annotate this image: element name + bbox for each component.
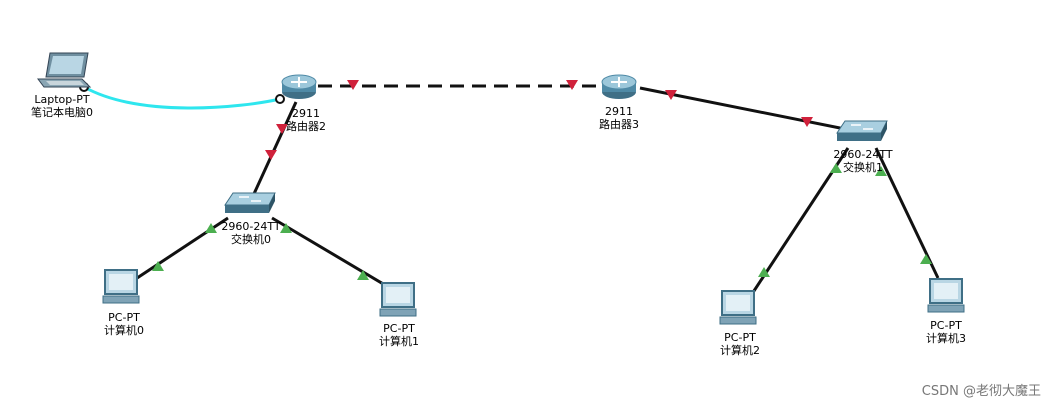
link-up-icon [152, 261, 164, 271]
router-icon[interactable] [281, 74, 317, 99]
link-up-icon [875, 166, 887, 176]
link-up-icon [920, 254, 932, 264]
link-down-icon [276, 124, 288, 134]
device-model: PC-PT [383, 322, 415, 335]
link-switch1-pc3[interactable] [874, 147, 940, 279]
link-switch0-pc1[interactable] [271, 216, 386, 287]
switch-icon[interactable] [224, 192, 276, 213]
device-model: 2960-24TT [221, 220, 281, 233]
device-model: 2911 [292, 107, 320, 120]
device-model: PC-PT [108, 311, 140, 324]
device-label-router2: 2911 路由器2 [286, 107, 326, 133]
switch-icon[interactable] [836, 120, 888, 141]
pc-icon[interactable] [927, 278, 965, 313]
device-label-router3: 2911 路由器3 [599, 105, 639, 131]
router-icon[interactable] [601, 74, 637, 99]
pc-icon[interactable] [379, 282, 417, 317]
device-label-laptop: Laptop-PT 笔记本电脑0 [31, 93, 93, 119]
device-label-pc0: PC-PT 计算机0 [104, 311, 144, 337]
device-label-switch0: 2960-24TT 交换机0 [221, 220, 280, 246]
link-down-icon [801, 117, 813, 127]
device-name: 交换机1 [843, 161, 883, 174]
console-cable[interactable] [83, 85, 281, 110]
device-name: 交换机0 [231, 233, 271, 246]
device-label-switch1: 2960-24TT 交换机1 [833, 148, 892, 174]
link-down-icon [347, 80, 359, 90]
link-router2-switch0[interactable] [251, 101, 298, 197]
pc-icon[interactable] [719, 290, 757, 325]
device-name: 计算机0 [104, 324, 144, 337]
device-label-pc1: PC-PT 计算机1 [379, 322, 419, 348]
device-label-pc3: PC-PT 计算机3 [926, 319, 966, 345]
watermark-text: CSDN @老彻大魔王 [921, 384, 1041, 399]
device-label-pc2: PC-PT 计算机2 [720, 331, 760, 357]
link-up-icon [280, 223, 292, 233]
link-down-icon [665, 90, 677, 100]
device-name: 计算机2 [720, 344, 760, 357]
device-model: PC-PT [930, 319, 962, 332]
device-model: 2911 [605, 105, 633, 118]
link-down-icon [265, 150, 277, 160]
device-model: PC-PT [724, 331, 756, 344]
link-down-icon [566, 80, 578, 90]
device-name: 计算机1 [379, 335, 419, 348]
device-name: 路由器2 [286, 120, 326, 133]
laptop-icon[interactable] [37, 52, 92, 88]
port-endpoint-icon [275, 94, 285, 104]
device-model: 2960-24TT [833, 148, 893, 161]
device-model: Laptop-PT [34, 93, 90, 106]
link-up-indicators [152, 163, 932, 280]
link-up-icon [758, 267, 770, 277]
link-down-indicators [265, 80, 813, 160]
link-up-icon [357, 270, 369, 280]
link-up-icon [205, 223, 217, 233]
link-router3-switch1[interactable] [639, 86, 851, 132]
link-up-icon [830, 163, 842, 173]
device-name: 路由器3 [599, 118, 639, 131]
device-name: 笔记本电脑0 [31, 106, 93, 119]
device-name: 计算机3 [926, 332, 966, 345]
pc-icon[interactable] [102, 269, 140, 304]
